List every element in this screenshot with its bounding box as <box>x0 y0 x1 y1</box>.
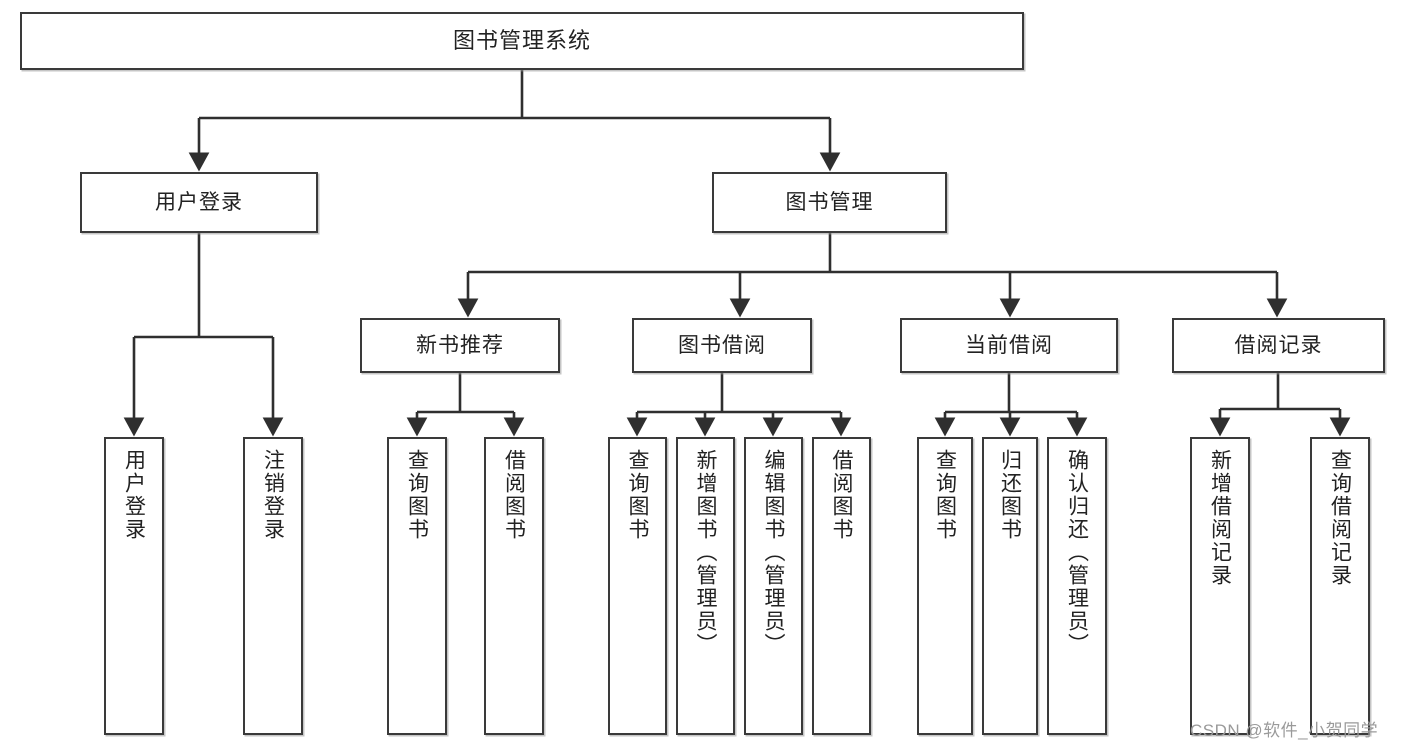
node-leaf-add-borrow-record[interactable]: 新增借阅记录 <box>1190 437 1250 735</box>
node-leaf-user-login[interactable]: 用户登录 <box>104 437 164 735</box>
node-book-borrow-label: 图书借阅 <box>678 333 766 357</box>
node-leaf-query-book-label: 查询图书 <box>626 449 649 541</box>
node-leaf-query-book-current[interactable]: 查询图书 <box>917 437 973 735</box>
node-leaf-confirm-return-admin-label: 确认归还（管理员） <box>1065 449 1089 656</box>
node-leaf-query-book-current-label: 查询图书 <box>933 449 957 541</box>
node-root[interactable]: 图书管理系统 <box>20 12 1024 70</box>
node-leaf-query-book-recommend[interactable]: 查询图书 <box>387 437 447 735</box>
node-borrow-record-label: 借阅记录 <box>1234 333 1323 357</box>
node-user-login-label: 用户登录 <box>155 190 243 214</box>
node-user-login[interactable]: 用户登录 <box>80 172 318 233</box>
node-leaf-edit-book-admin-label: 编辑图书（管理员） <box>762 449 785 656</box>
node-book-management-label: 图书管理 <box>785 190 874 214</box>
node-current-borrow-label: 当前借阅 <box>965 333 1053 357</box>
node-new-book-recommend[interactable]: 新书推荐 <box>360 318 560 373</box>
node-leaf-logout[interactable]: 注销登录 <box>243 437 303 735</box>
node-book-management[interactable]: 图书管理 <box>712 172 947 233</box>
node-root-label: 图书管理系统 <box>452 27 591 53</box>
node-current-borrow[interactable]: 当前借阅 <box>900 318 1118 373</box>
node-leaf-edit-book-admin[interactable]: 编辑图书（管理员） <box>744 437 803 735</box>
node-leaf-query-borrow-record-label: 查询借阅记录 <box>1328 449 1352 587</box>
node-leaf-confirm-return-admin[interactable]: 确认归还（管理员） <box>1047 437 1107 735</box>
node-leaf-borrow-book-label: 借阅图书 <box>830 449 853 541</box>
node-leaf-query-book[interactable]: 查询图书 <box>608 437 667 735</box>
node-leaf-borrow-book-recommend[interactable]: 借阅图书 <box>484 437 544 735</box>
node-leaf-borrow-book-recommend-label: 借阅图书 <box>502 449 526 541</box>
node-leaf-user-login-label: 用户登录 <box>122 449 146 541</box>
node-leaf-logout-label: 注销登录 <box>261 449 285 541</box>
node-leaf-query-book-recommend-label: 查询图书 <box>405 449 429 541</box>
node-leaf-add-book-admin-label: 新增图书（管理员） <box>694 449 717 656</box>
node-leaf-query-borrow-record[interactable]: 查询借阅记录 <box>1310 437 1370 735</box>
node-borrow-record[interactable]: 借阅记录 <box>1172 318 1385 373</box>
node-leaf-return-book-label: 归还图书 <box>998 449 1022 541</box>
node-leaf-add-book-admin[interactable]: 新增图书（管理员） <box>676 437 735 735</box>
node-leaf-borrow-book[interactable]: 借阅图书 <box>812 437 871 735</box>
watermark: CSDN @软件_小贺同学 <box>1190 721 1379 740</box>
node-leaf-return-book[interactable]: 归还图书 <box>982 437 1038 735</box>
node-leaf-add-borrow-record-label: 新增借阅记录 <box>1208 449 1232 587</box>
node-new-book-recommend-label: 新书推荐 <box>416 333 504 357</box>
node-book-borrow[interactable]: 图书借阅 <box>632 318 812 373</box>
